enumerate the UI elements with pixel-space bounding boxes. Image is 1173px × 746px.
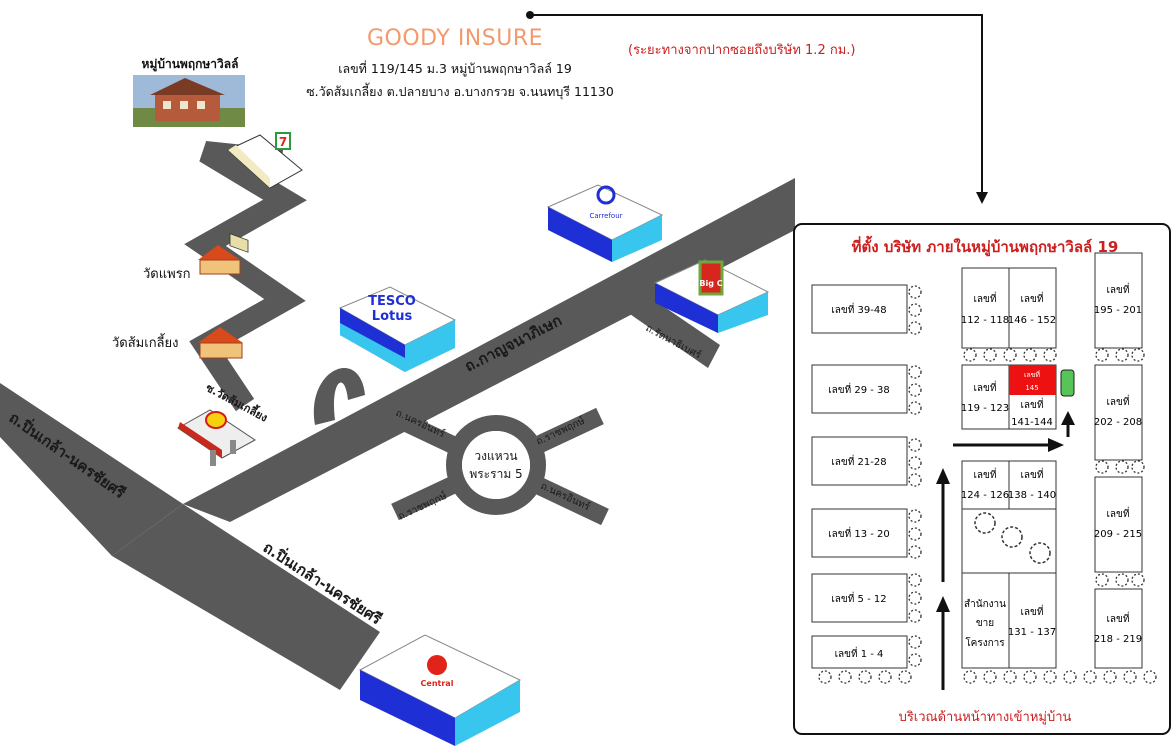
bigc-logo-icon bbox=[698, 260, 724, 296]
central-label: Central bbox=[421, 679, 454, 688]
block-label: เลขที่ bbox=[974, 380, 997, 394]
block-label: เลขที่ bbox=[1021, 467, 1044, 481]
car-icon bbox=[1060, 369, 1075, 397]
tesco-label: TESCO bbox=[368, 294, 416, 309]
tesco-lotus-landmark: TESCO Lotus bbox=[338, 286, 457, 372]
street-trees bbox=[818, 285, 1157, 684]
village-label: หมู่บ้านพฤกษาวิลล์ bbox=[142, 57, 239, 72]
block-label: เลขที่ bbox=[1021, 397, 1044, 411]
kanchanaphisek-road bbox=[183, 178, 795, 522]
block-label: เลขที่ bbox=[974, 467, 997, 481]
carrefour-landmark: Carrefour bbox=[546, 184, 664, 262]
village-landmark: หมู่บ้านพฤกษาวิลล์ bbox=[133, 57, 245, 127]
bigc-landmark: Big C bbox=[653, 259, 770, 333]
pinklao-road-lower bbox=[112, 504, 380, 690]
inset-middle-column: เลขที่ 112 - 118 เลขที่ 146 - 152 เลขที่… bbox=[961, 267, 1057, 669]
block-label: 124 - 126 bbox=[961, 490, 1009, 501]
wat-som-kliang-label: วัดส้มเกลี้ยง bbox=[112, 333, 179, 351]
temple-icon bbox=[198, 245, 240, 260]
block-label: เลขที่ bbox=[1107, 282, 1130, 296]
block-label: เลขที่ bbox=[1107, 506, 1130, 520]
tree-icon bbox=[974, 512, 1051, 564]
block-label: 202 - 208 bbox=[1094, 417, 1142, 428]
block-label: เลขที่ 5 - 12 bbox=[831, 591, 886, 605]
block-label: เลขที่ bbox=[974, 291, 997, 305]
shell-logo-icon bbox=[205, 411, 227, 429]
loop-road bbox=[313, 368, 365, 425]
central-landmark: Central bbox=[358, 634, 522, 746]
inset-title: ที่ตั้ง บริษัท ภายในหมู่บ้านพฤกษาวิลล์ 1… bbox=[851, 238, 1119, 256]
block-label: เลขที่ 1 - 4 bbox=[835, 646, 884, 660]
distance-note: (ระยะทางจากปากซอยถึงบริษัท 1.2 กม.) bbox=[628, 43, 856, 58]
rattanathibet-road bbox=[598, 280, 720, 368]
bigc-label: Big C bbox=[699, 279, 722, 288]
inset-left-column: เลขที่ 39-48 เลขที่ 29 - 38 เลขที่ 21-28… bbox=[811, 284, 908, 669]
carrefour-label: Carrefour bbox=[589, 212, 622, 220]
sales-office-label: สำนักงาน bbox=[964, 599, 1006, 610]
block-label: เลขที่ 13 - 20 bbox=[828, 526, 890, 540]
block-label: เลขที่ bbox=[1021, 291, 1044, 305]
company-location-highlight bbox=[1009, 365, 1056, 395]
company-name: GOODY INSURE bbox=[366, 26, 544, 51]
seven-eleven-logo-text: 7 bbox=[279, 135, 287, 149]
inset-right-column: เลขที่ 195 - 201 เลขที่ 202 - 208 เลขที่… bbox=[1094, 252, 1143, 669]
carrefour-logo-icon bbox=[596, 185, 616, 205]
sales-office-label: โครงการ bbox=[965, 636, 1005, 649]
highlight-label: เลขที่ bbox=[1024, 370, 1040, 379]
block-label: 112 - 118 bbox=[961, 315, 1009, 326]
block-label: 218 - 219 bbox=[1094, 634, 1142, 645]
block-label: 209 - 215 bbox=[1094, 529, 1142, 540]
block-label: 146 - 152 bbox=[1008, 315, 1056, 326]
ring-label-line1: วงแหวน bbox=[474, 449, 517, 463]
shell-station-landmark bbox=[177, 409, 256, 466]
central-logo-icon bbox=[427, 655, 447, 675]
connector-dot bbox=[526, 11, 534, 19]
block-label: เลขที่ bbox=[1107, 394, 1130, 408]
soi-road bbox=[184, 141, 307, 412]
sales-office-label: ขาย bbox=[976, 618, 994, 629]
ring-road bbox=[446, 415, 546, 515]
wat-phraek-landmark: วัดแพรก bbox=[143, 245, 241, 282]
temple-icon bbox=[198, 327, 243, 343]
block-label: เลขที่ bbox=[1021, 604, 1044, 618]
route-arrows bbox=[936, 411, 1075, 690]
wat-phraek-label: วัดแพรก bbox=[143, 267, 191, 282]
block-label: เลขที่ 29 - 38 bbox=[828, 382, 890, 396]
connector-arrowhead bbox=[976, 192, 988, 204]
block-label: เลขที่ 39-48 bbox=[831, 302, 886, 316]
connector-line bbox=[530, 14, 983, 195]
ring-center bbox=[462, 431, 530, 499]
address-line-2: ซ.วัดส้มเกลี้ยง ต.ปลายบาง อ.บางกรวย จ.นน… bbox=[306, 84, 614, 99]
block-label: 141-144 bbox=[1011, 417, 1053, 428]
wat-som-kliang-landmark: วัดส้มเกลี้ยง bbox=[112, 327, 243, 359]
block-label: 195 - 201 bbox=[1094, 305, 1142, 316]
lotus-label: Lotus bbox=[372, 309, 413, 324]
block-label: เลขที่ 21-28 bbox=[831, 454, 886, 468]
block-label: 138 - 140 bbox=[1008, 490, 1056, 501]
block-label: เลขที่ bbox=[1107, 611, 1130, 625]
block-label: 119 - 123 bbox=[961, 403, 1009, 414]
address-line-1: เลขที่ 119/145 ม.3 หมู่บ้านพฤกษาวิลล์ 19 bbox=[338, 61, 572, 76]
inset-footer: บริเวณด้านหน้าทางเข้าหมู่บ้าน bbox=[898, 710, 1072, 725]
block-label: 131 - 137 bbox=[1008, 627, 1056, 638]
ring-label-line2: พระราม 5 bbox=[469, 467, 522, 481]
seven-eleven-landmark: 7 bbox=[227, 132, 303, 253]
pinklao-road bbox=[0, 383, 183, 556]
highlight-label: 145 bbox=[1025, 384, 1038, 392]
seven-eleven-icon bbox=[275, 132, 291, 150]
